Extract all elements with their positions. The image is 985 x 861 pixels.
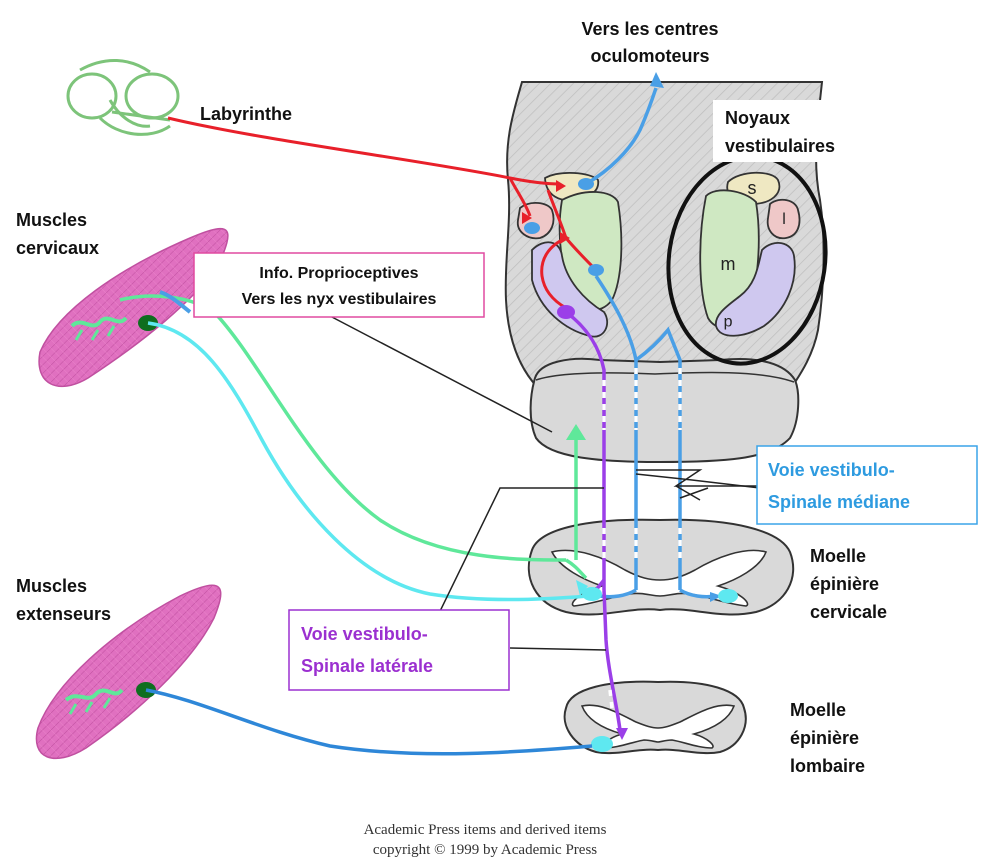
label-box-lateral (289, 610, 509, 690)
pathway-extensor-efferent (146, 690, 592, 754)
motoneuron-cervical-left (582, 587, 602, 601)
label-muscles-extenseurs-2: extenseurs (16, 604, 111, 624)
label-moelle-lombaire-1: Moelle (790, 700, 846, 720)
label-proprio-2: Vers les nyx vestibulaires (242, 291, 437, 308)
label-moelle-cervicale-2: épinière (810, 574, 879, 594)
label-medial-1: Voie vestibulo- (768, 460, 895, 480)
neuron-superior (578, 178, 594, 190)
label-oculomotor-1: Vers les centres (581, 19, 718, 39)
neuron-deiters (557, 305, 575, 319)
label-lateral-2: Spinale latérale (301, 656, 433, 676)
motoneuron-lumbar (591, 736, 613, 752)
label-medial-2: Spinale médiane (768, 492, 910, 512)
label-noyaux-2: vestibulaires (725, 136, 835, 156)
nucleus-letter-s: s (748, 178, 757, 198)
neuron-medial (588, 264, 604, 276)
credit-line-2: copyright © 1999 by Academic Press (373, 842, 597, 858)
label-oculomotor-2: oculomoteurs (590, 46, 709, 66)
neuron-lateral (524, 222, 540, 234)
label-moelle-lombaire-2: épinière (790, 728, 859, 748)
leader-lateral-bottom (510, 648, 606, 650)
label-lateral-1: Voie vestibulo- (301, 624, 428, 644)
label-moelle-cervicale-3: cervicale (810, 602, 887, 622)
leader-medial (636, 470, 760, 500)
credit-line-1: Academic Press items and derived items (364, 822, 607, 838)
spinal-cord-cervical (529, 520, 793, 615)
label-muscles-cervicaux-2: cervicaux (16, 238, 99, 258)
label-muscles-cervicaux-1: Muscles (16, 210, 87, 230)
label-moelle-lombaire-3: lombaire (790, 756, 865, 776)
label-proprio-1: Info. Proprioceptives (259, 265, 418, 282)
label-muscles-extenseurs-1: Muscles (16, 576, 87, 596)
labyrinth-icon (68, 60, 178, 134)
label-noyaux-1: Noyaux (725, 108, 790, 128)
label-labyrinthe: Labyrinthe (200, 104, 292, 124)
label-moelle-cervicale-1: Moelle (810, 546, 866, 566)
motoneuron-cervical-right (718, 589, 738, 603)
nucleus-letter-l: l (782, 211, 786, 228)
nucleus-letter-m: m (721, 254, 736, 274)
label-box-medial (757, 446, 977, 524)
nucleus-letter-d: d (724, 314, 733, 331)
